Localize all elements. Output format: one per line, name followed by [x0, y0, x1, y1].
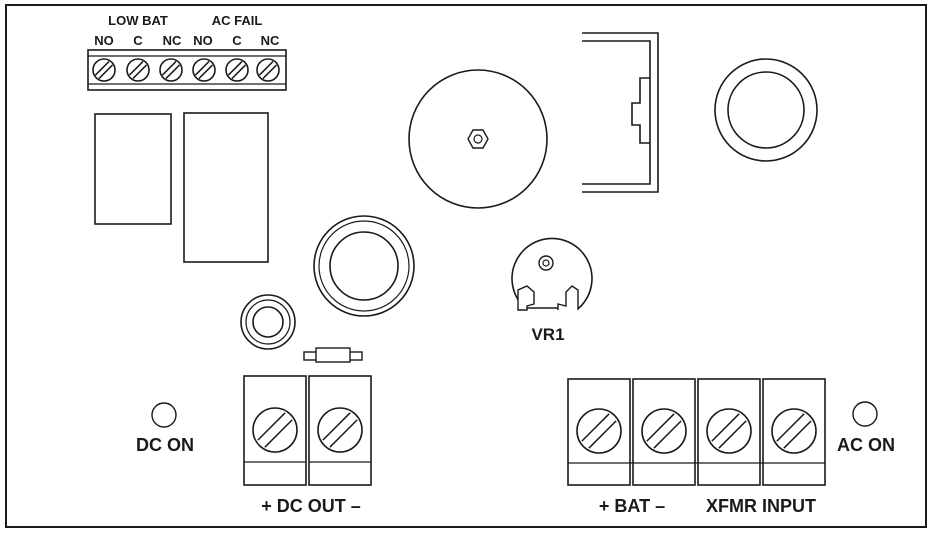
bat-label: + BAT –	[599, 496, 665, 516]
screw-terminal-icon	[317, 407, 363, 453]
alarm-terminal-block: LOW BAT AC FAIL NO C NC NO C NC	[87, 13, 287, 91]
screw-terminal-icon	[252, 407, 298, 453]
fuse	[303, 347, 363, 363]
ac-fail-title: AC FAIL	[212, 13, 263, 28]
small-capacitor	[240, 294, 296, 350]
ac-fail-nc-label: NC	[261, 33, 280, 48]
xfmr-input-label: XFMR INPUT	[706, 496, 816, 516]
dc-on-label: DC ON	[136, 435, 194, 455]
low-bat-c-label: C	[133, 33, 143, 48]
vr1-label: VR1	[531, 325, 564, 344]
dc-out-terminal-block: + DC OUT –	[243, 375, 372, 516]
bat-xfmr-terminal-block: + BAT – XFMR INPUT	[567, 378, 826, 516]
ac-on-led	[852, 401, 878, 427]
low-bat-nc-label: NC	[163, 33, 182, 48]
screw-terminal-icon	[771, 408, 817, 454]
round-component-top-right	[714, 58, 818, 162]
screw-terminal-icon	[706, 408, 752, 454]
screw-terminal-icon	[192, 58, 216, 82]
dc-out-label: + DC OUT –	[261, 496, 361, 516]
screw-terminal-icon	[576, 408, 622, 454]
large-capacitor	[408, 69, 548, 209]
screw-terminal-icon	[225, 58, 249, 82]
low-bat-title: LOW BAT	[108, 13, 168, 28]
screw-terminal-icon	[92, 58, 116, 82]
screw-terminal-icon	[641, 408, 687, 454]
screw-terminal-icon	[256, 58, 280, 82]
relay-ac-fail	[183, 112, 269, 263]
dc-on-led	[151, 402, 177, 428]
ac-fail-no-label: NO	[193, 33, 213, 48]
vr1-potentiometer: VR1	[511, 237, 593, 344]
relay-low-bat	[94, 113, 172, 225]
ac-fail-c-label: C	[232, 33, 242, 48]
low-bat-no-label: NO	[94, 33, 114, 48]
alarm-terminal-housing	[87, 49, 287, 91]
mid-capacitor	[313, 215, 415, 317]
ac-on-label: AC ON	[837, 435, 895, 455]
screw-terminal-icon	[159, 58, 183, 82]
screw-terminal-icon	[126, 58, 150, 82]
heatsink-bracket	[582, 32, 659, 193]
